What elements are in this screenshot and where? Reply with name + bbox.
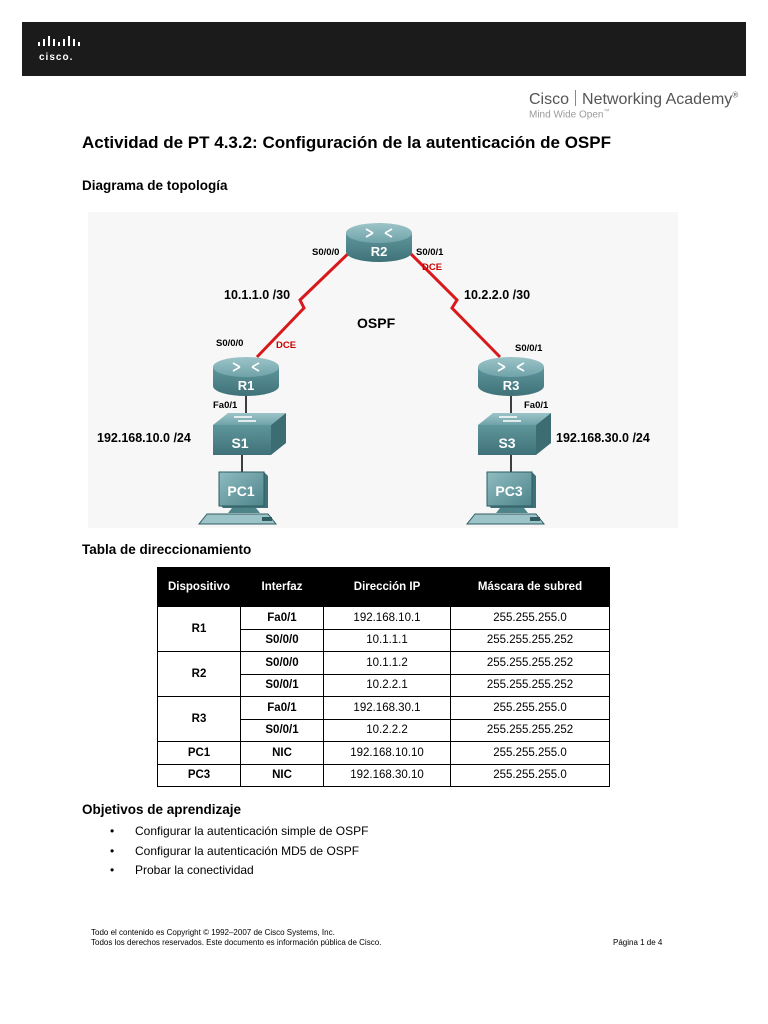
ospf-label: OSPF (357, 315, 396, 331)
header-bar: cisco. (22, 22, 746, 76)
cell-ip: 192.168.10.10 (323, 741, 451, 765)
page-number: Página 1 de 4 (613, 938, 663, 947)
col-interface: Interfaz (240, 567, 324, 607)
router-r2-icon (346, 223, 412, 262)
switch-s3-icon (478, 413, 551, 455)
cell-mask: 255.255.255.0 (450, 741, 610, 765)
cell-interface: Fa0/1 (240, 696, 324, 720)
cell-ip: 192.168.30.1 (323, 696, 451, 720)
r1-s000-label: S0/0/0 (216, 338, 243, 349)
cell-mask: 255.255.255.0 (450, 606, 610, 630)
router-r3-label: R3 (503, 378, 520, 393)
cell-interface: NIC (240, 741, 324, 765)
table-row: R3 Fa0/1 192.168.30.1 255.255.255.0 (157, 696, 610, 742)
list-item: Configurar la autenticación MD5 de OSPF (110, 844, 368, 864)
cell-ip: 10.1.1.1 (323, 628, 451, 652)
table-header-row: Dispositivo Interfaz Dirección IP Máscar… (157, 567, 610, 607)
cell-interface: S0/0/1 (240, 673, 324, 697)
footer-line-1: Todo el contenido es Copyright © 1992–20… (91, 928, 335, 937)
academy-name: Networking Academy (582, 91, 733, 108)
cell-ip: 10.2.2.1 (323, 673, 451, 697)
r1-fa01-label: Fa0/1 (213, 400, 238, 411)
cell-interface: NIC (240, 763, 324, 787)
document-title: Actividad de PT 4.3.2: Configuración de … (82, 133, 611, 152)
table-row: R2 S0/0/0 10.1.1.2 255.255.255.252 (157, 651, 610, 697)
cell-mask: 255.255.255.252 (450, 651, 610, 675)
addressing-heading: Tabla de direccionamiento (82, 542, 252, 557)
footer-copyright: Todo el contenido es Copyright © 1992–20… (91, 928, 381, 948)
cell-device: R1 (157, 606, 241, 652)
addressing-table: Dispositivo Interfaz Dirección IP Máscar… (157, 567, 610, 787)
r3-s001-label: S0/0/1 (515, 343, 543, 354)
list-item: Probar la conectividad (110, 863, 368, 883)
cell-ip: 192.168.30.10 (323, 763, 451, 787)
col-device: Dispositivo (157, 567, 241, 607)
cell-ip: 10.1.1.2 (323, 651, 451, 675)
table-row: PC3 NIC 192.168.30.10 255.255.255.0 (157, 763, 610, 787)
cell-mask: 255.255.255.252 (450, 628, 610, 652)
serial-link-r1-r2 (255, 246, 356, 359)
cell-interface: S0/0/0 (240, 628, 324, 652)
footer-line-2: Todos los derechos reservados. Este docu… (91, 938, 382, 947)
diagram-background (88, 212, 678, 528)
lan-left-label: 192.168.10.0 /24 (97, 431, 191, 445)
cisco-logo: cisco. (37, 34, 93, 66)
r1-dce-label: DCE (276, 340, 296, 351)
list-item: Configurar la autenticación simple de OS… (110, 824, 368, 844)
table-row: PC1 NIC 192.168.10.10 255.255.255.0 (157, 741, 610, 765)
switch-s1-icon (213, 413, 286, 455)
networking-academy-logo: Cisco Networking Academy® Mind Wide Open™ (529, 90, 749, 120)
pc1-icon (197, 471, 278, 525)
cell-mask: 255.255.255.252 (450, 718, 610, 742)
cell-device: PC3 (157, 763, 241, 787)
cell-mask: 255.255.255.252 (450, 673, 610, 697)
academy-brand: Cisco (529, 91, 570, 108)
cell-device: R3 (157, 696, 241, 742)
academy-tagline: Mind Wide Open (529, 109, 604, 121)
academy-tagline-mark: ™ (603, 109, 610, 115)
network-left-link-label: 10.1.1.0 /30 (224, 288, 290, 302)
objectives-list: Configurar la autenticación simple de OS… (110, 824, 368, 883)
router-r1-label: R1 (238, 378, 255, 393)
router-r3-icon (478, 357, 544, 396)
cell-device: PC1 (157, 741, 241, 765)
cell-interface: Fa0/1 (240, 606, 324, 630)
r2-dce-label: DCE (422, 262, 442, 273)
cell-ip: 192.168.10.1 (323, 606, 451, 630)
col-ip: Dirección IP (323, 567, 451, 607)
pc1-label: PC1 (227, 483, 254, 499)
cell-ip: 10.2.2.2 (323, 718, 451, 742)
pc3-icon (465, 471, 546, 525)
topology-heading: Diagrama de topología (82, 178, 228, 193)
cisco-wordmark: cisco. (39, 52, 74, 63)
lan-right-label: 192.168.30.0 /24 (556, 431, 650, 445)
router-r2-label: R2 (371, 244, 388, 259)
router-r1-icon (213, 357, 279, 396)
serial-link-r2-r3 (403, 246, 502, 359)
cell-interface: S0/0/1 (240, 718, 324, 742)
r2-s000-label: S0/0/0 (312, 247, 339, 258)
table-row: R1 Fa0/1 192.168.10.1 255.255.255.0 (157, 606, 610, 652)
network-right-link-label: 10.2.2.0 /30 (464, 288, 530, 302)
cell-mask: 255.255.255.0 (450, 696, 610, 720)
cell-mask: 255.255.255.0 (450, 763, 610, 787)
table-row: S0/0/1 10.2.2.2 255.255.255.252 (158, 718, 610, 742)
switch-s3-label: S3 (498, 435, 515, 451)
col-mask: Máscara de subred (450, 567, 610, 607)
academy-registered-mark: ® (732, 90, 739, 100)
cell-device: R2 (157, 651, 241, 697)
r3-fa01-label: Fa0/1 (524, 400, 549, 411)
objectives-heading: Objetivos de aprendizaje (82, 802, 242, 817)
cell-interface: S0/0/0 (240, 651, 324, 675)
r2-s001-label: S0/0/1 (416, 247, 444, 258)
academy-divider (575, 90, 577, 106)
switch-s1-label: S1 (231, 435, 248, 451)
topology-diagram: R2 R1 R3 S1 S3 PC1 (88, 212, 678, 528)
pc3-label: PC3 (495, 483, 522, 499)
